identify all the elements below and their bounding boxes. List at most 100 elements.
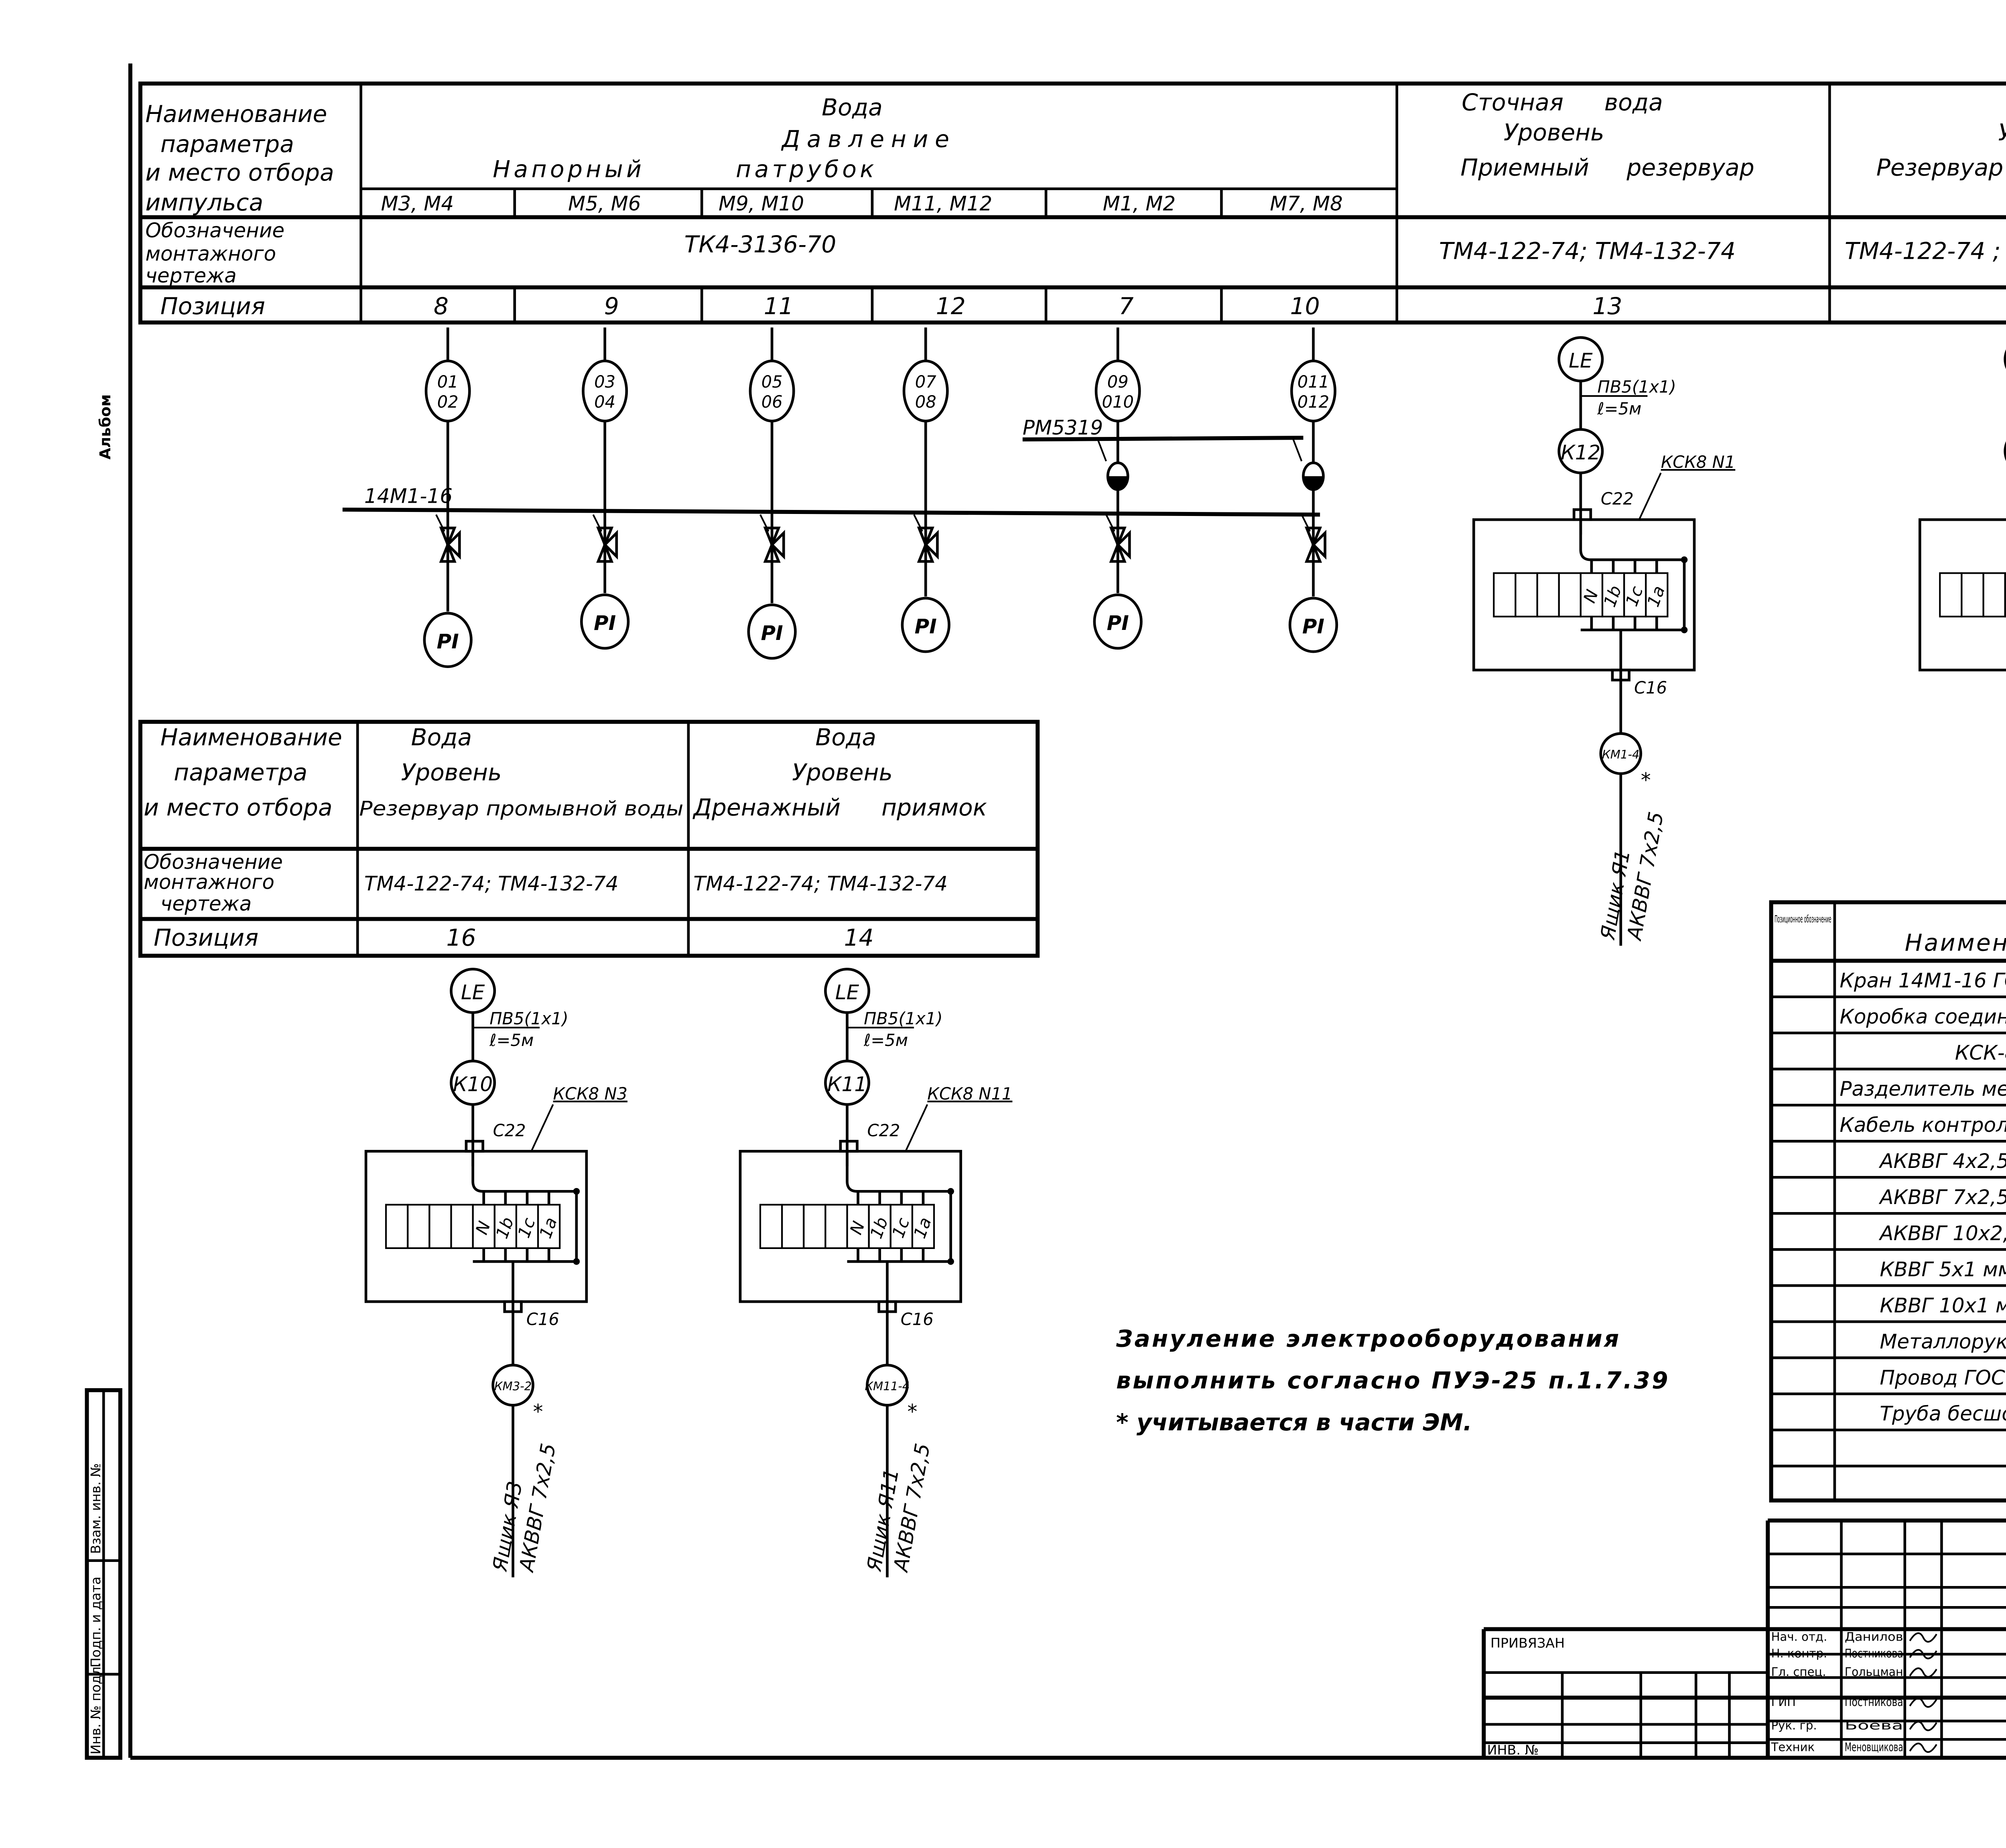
sheet-frame bbox=[128, 63, 2006, 1760]
pressure-gauge-icon bbox=[580, 593, 630, 650]
tap-tag-top: 011 bbox=[1297, 372, 1329, 392]
row-header-drawing-1: Обозначение bbox=[145, 219, 284, 242]
valve-icon bbox=[596, 526, 614, 563]
row-header-position: Позиция bbox=[160, 292, 265, 320]
tap-cell: М7, М8 bbox=[1270, 192, 1343, 215]
row-header-param-1: Наименование bbox=[145, 100, 327, 128]
sensor-label: LE bbox=[461, 981, 485, 1004]
spec-table: Позиционное обозначение Наименование Кол… bbox=[1769, 900, 2006, 1503]
conduit-label: КМ3-2 bbox=[494, 1379, 532, 1393]
signature-scribble bbox=[1909, 1721, 1937, 1731]
gland-in-icon bbox=[839, 1140, 859, 1153]
signer-role: ГИП bbox=[1771, 1695, 1796, 1709]
spec-header-name: Наименование bbox=[1905, 929, 2006, 956]
tap-tag-top: 09 bbox=[1107, 372, 1129, 392]
signer-name: Боева bbox=[1845, 1718, 1903, 1732]
lower-position-14: 14 bbox=[844, 924, 874, 951]
position-cell: 12 bbox=[936, 292, 966, 320]
terminal-cell bbox=[428, 1204, 452, 1249]
membrane-separator-fill bbox=[1303, 476, 1324, 490]
box-label: КСК8 N3 bbox=[553, 1084, 628, 1103]
lower-location-16: Резервуар промывной воды bbox=[359, 797, 683, 820]
membrane-separator-fill bbox=[1108, 476, 1128, 490]
tap-tag-bottom: 06 bbox=[761, 392, 783, 412]
tap-cell: М5, М6 bbox=[568, 192, 641, 215]
spec-name: Провод ГОСТ6323-79 ПВ1х1 мм,кВ bbox=[1880, 1366, 2006, 1389]
junction-dot bbox=[573, 1258, 580, 1265]
leader-line bbox=[913, 514, 923, 532]
signature-row: Нач. отд.Данилов bbox=[1771, 1630, 1937, 1644]
terminal-cell bbox=[1493, 572, 1517, 617]
signer-role: Техник bbox=[1771, 1740, 1815, 1754]
level-location: Приемный резервуар bbox=[1460, 154, 1754, 181]
terminal-label: 1c bbox=[1622, 583, 1647, 609]
note-mark: * bbox=[533, 1400, 543, 1424]
junction-dot bbox=[1681, 626, 1688, 634]
signature-scribble bbox=[1909, 1632, 1937, 1643]
gland-out-label: С16 bbox=[901, 1309, 934, 1329]
signer-role: Рук. гр. bbox=[1771, 1718, 1817, 1732]
valve-handle-icon bbox=[1311, 530, 1326, 560]
terminal-cell bbox=[781, 1204, 805, 1249]
gland-out-icon bbox=[503, 1300, 523, 1313]
spec-name: АКВВГ 7х2,5мм, кВ bbox=[1878, 1186, 2006, 1209]
valve-handle-icon bbox=[603, 530, 618, 560]
spec-row: АКВВГ 7х2,5мм, кВ, м bbox=[1771, 1186, 2006, 1215]
terminal-cell bbox=[1939, 572, 1963, 617]
signature-row: ГИП Постникова bbox=[1771, 1695, 1937, 1709]
row-header-drawing-3: чертежа bbox=[160, 892, 252, 916]
wire-label: ПВ5(1х1) bbox=[489, 1009, 568, 1028]
signer-name: Постникова bbox=[1845, 1695, 1903, 1709]
tap-cell: М3, М4 bbox=[381, 192, 454, 215]
terminal-cell bbox=[1961, 572, 1984, 617]
spec-row: Кабель контрольный ГОСТ1508-78*Е bbox=[1771, 1113, 2006, 1143]
lower-position-16: 16 bbox=[446, 924, 476, 951]
lower-drawing-14: ТМ4-122-74; ТМ4-132-74 bbox=[693, 872, 948, 896]
tap-cell: М11, М12 bbox=[894, 192, 992, 215]
note-line: * учитывается в части ЭМ. bbox=[1116, 1409, 1472, 1436]
box-label: КСК8 N1 bbox=[1661, 452, 1736, 472]
box-leader bbox=[530, 1104, 554, 1152]
wire-length: ℓ=5м bbox=[1597, 399, 1641, 418]
terminal-label: К12 bbox=[1561, 441, 1600, 464]
terminal-label: N bbox=[846, 1218, 869, 1237]
terminal-cell bbox=[803, 1204, 826, 1249]
terminal-cell bbox=[1558, 572, 1582, 617]
position-cell: 9 bbox=[604, 292, 619, 320]
terminal-cell bbox=[759, 1204, 783, 1249]
terminal-label: 1b bbox=[1600, 583, 1625, 609]
spec-name: АКВВГ 10х2,5мм, кВ bbox=[1878, 1222, 2006, 1245]
position-cell: 10 bbox=[1290, 292, 1320, 320]
terminal-cell bbox=[385, 1204, 409, 1249]
spec-row: Труба бесшовная14х2 ГОСТ8734-75В20 ГОСТ8… bbox=[1771, 1402, 2006, 1432]
lower-parameter-16: Уровень bbox=[401, 759, 502, 786]
row-header-position: Позиция bbox=[154, 924, 258, 951]
notes: Зануление электрооборудования выполнить … bbox=[1116, 1325, 1668, 1436]
terminal-cell bbox=[450, 1204, 474, 1249]
gauge-label: PI bbox=[1302, 615, 1324, 638]
tap-cell: М1, М2 bbox=[1103, 192, 1176, 215]
valve-handle-icon bbox=[770, 530, 785, 560]
leader-line bbox=[1097, 439, 1107, 462]
pressure-gauge-icon bbox=[423, 612, 473, 668]
box-leader bbox=[1638, 472, 1662, 520]
title-block: ТП 902-3-64.87 АТХ ПРИВЯЗАН ИНВ. № Нач. … bbox=[1482, 1518, 2006, 1758]
level-medium: Сточная вода bbox=[1462, 89, 1663, 116]
separator-label: РМ5319 bbox=[1023, 416, 1103, 439]
gland-in-label: С22 bbox=[867, 1121, 900, 1140]
junction-box-outline bbox=[1918, 518, 2006, 672]
lower-parameter-14: Уровень bbox=[792, 759, 893, 786]
spec-header-pos: Позиционное обозначение bbox=[1775, 913, 1831, 925]
inv-label: ИНВ. № bbox=[1487, 1742, 1539, 1758]
terminal-label: К11 bbox=[827, 1072, 867, 1096]
signature-scribble bbox=[1909, 1742, 1937, 1753]
tap-tag-top: 05 bbox=[761, 372, 783, 392]
terminal-label: N bbox=[471, 1218, 494, 1237]
gland-in-label: С22 bbox=[493, 1121, 526, 1140]
spec-name: КВВГ 10х1 мм, кВ bbox=[1880, 1294, 2006, 1317]
leader-line bbox=[1292, 439, 1303, 462]
leader-line bbox=[1301, 514, 1311, 532]
